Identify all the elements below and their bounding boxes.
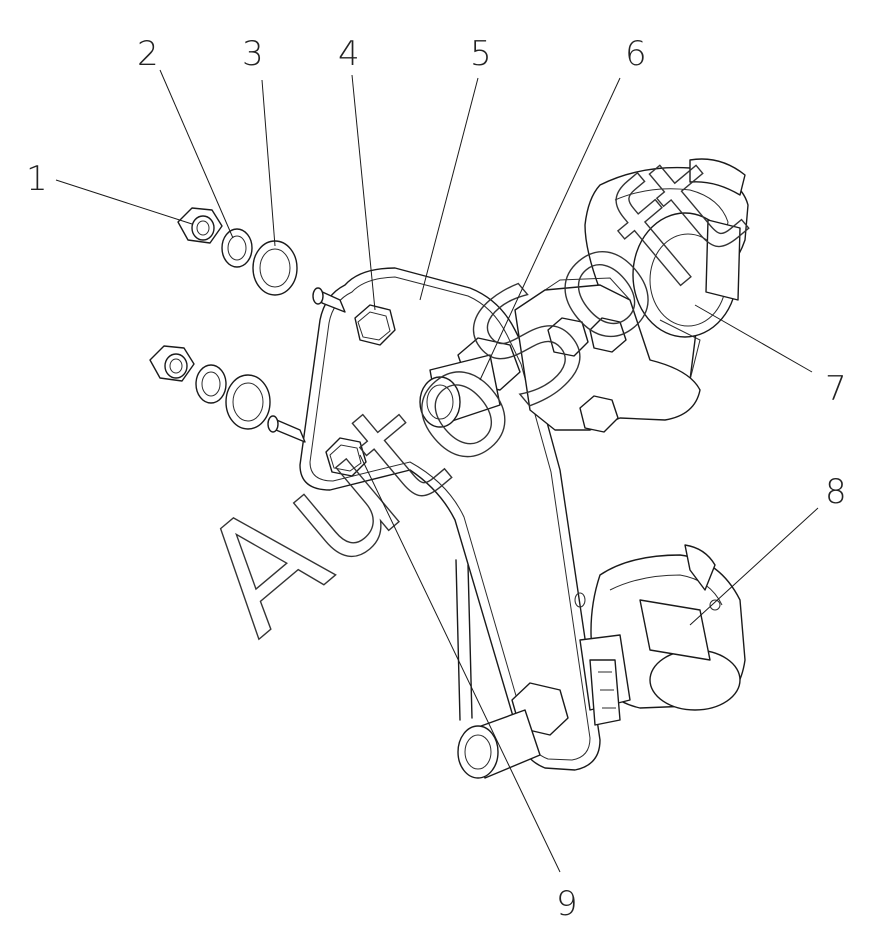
nut-lower: [149, 345, 195, 382]
callout-9: 9: [556, 884, 578, 924]
upper-valve-body: [514, 277, 701, 433]
nut-upper: [177, 207, 223, 244]
callout-6: 6: [625, 34, 647, 74]
leader-1: [55, 179, 193, 225]
flat-washer-lower: [225, 374, 271, 430]
leader-9: [359, 454, 561, 873]
leader-3: [261, 79, 276, 247]
leader-8: [689, 507, 819, 626]
leader-6: [479, 77, 621, 381]
callout-labels: 1 2 3 4 5 6 7 8 9: [26, 34, 847, 924]
leader-lines: [55, 69, 819, 873]
leader-4: [351, 74, 376, 311]
callout-2: 2: [137, 34, 159, 74]
upper-coupling-head: [584, 158, 749, 390]
upper-pipe-fitting: [419, 337, 521, 428]
lower-pipe-fitting: [457, 682, 569, 779]
callout-4: 4: [338, 34, 360, 74]
hex-bolt-upper: [354, 304, 396, 346]
leader-2: [159, 69, 234, 239]
callout-1: 1: [26, 159, 48, 199]
lower-valve-body: [574, 592, 631, 726]
callout-3: 3: [242, 34, 264, 74]
callout-7: 7: [825, 369, 847, 409]
spring-washer-upper: [221, 228, 253, 268]
lower-coupling-head: [590, 544, 746, 711]
flat-washer-upper: [252, 240, 298, 296]
upper-stud: [312, 287, 346, 313]
lower-stud: [267, 415, 306, 443]
callout-5: 5: [470, 34, 492, 74]
hex-bolt-lower: [325, 437, 367, 477]
leader-5: [419, 77, 479, 301]
support-rod: [455, 559, 473, 721]
spring-washer-lower: [195, 364, 227, 404]
leader-7: [694, 304, 813, 373]
callout-8: 8: [825, 472, 847, 512]
